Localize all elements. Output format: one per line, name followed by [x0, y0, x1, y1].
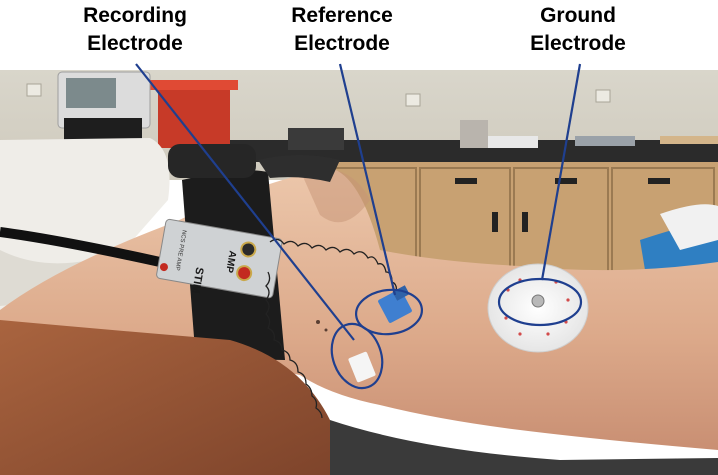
foam-roll — [168, 144, 256, 178]
wall-outlet — [595, 89, 611, 103]
cabinet-handle — [522, 212, 528, 232]
cabinet-handle — [648, 178, 670, 184]
cabinet-handle — [455, 178, 477, 184]
counter-box — [460, 120, 488, 148]
recording-label-line2: Electrode — [87, 32, 183, 55]
wall-outlet — [26, 83, 42, 97]
sharps-container — [158, 82, 230, 148]
ground-electrode-snap — [531, 294, 545, 308]
counter-box — [575, 136, 635, 146]
ground-electrode-pad — [487, 263, 589, 353]
sharps-container-lid — [150, 80, 238, 90]
ground-label-line2: Electrode — [530, 32, 626, 55]
counter-box — [660, 136, 718, 144]
ground-label-line1: Ground — [540, 4, 616, 27]
recording-electrode-label: Recording Electrode — [45, 2, 225, 58]
wall-outlet — [405, 93, 421, 107]
monitor-screen — [66, 78, 116, 108]
counter-equipment — [288, 128, 344, 150]
reference-label-line1: Reference — [291, 4, 393, 27]
recording-label-line1: Recording — [83, 4, 187, 27]
reference-label-line2: Electrode — [294, 32, 390, 55]
blanket — [0, 320, 330, 475]
cabinet-handle — [492, 212, 498, 232]
cabinet-handle — [555, 178, 577, 184]
leg-electrode-photo: STIM AMP NCS PRE AMP — [0, 70, 718, 475]
counter-box — [488, 136, 538, 148]
monitor-stand — [64, 118, 142, 140]
ground-electrode-label: Ground Electrode — [488, 2, 668, 58]
reference-electrode-label: Reference Electrode — [252, 2, 432, 58]
